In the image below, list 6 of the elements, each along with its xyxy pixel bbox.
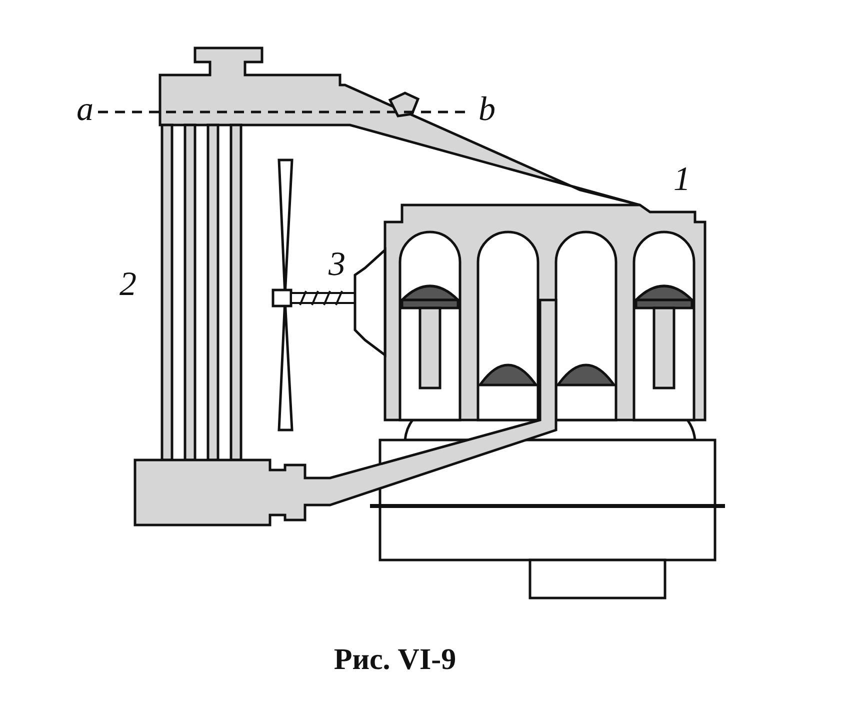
callout-number: 1 xyxy=(674,163,690,197)
callout-number: 2 xyxy=(120,268,136,302)
point-label: a xyxy=(76,93,94,127)
figure-caption: Рис. VI-9 xyxy=(334,643,456,677)
point-label: b xyxy=(478,93,496,127)
callout-number: 3 xyxy=(328,248,346,282)
